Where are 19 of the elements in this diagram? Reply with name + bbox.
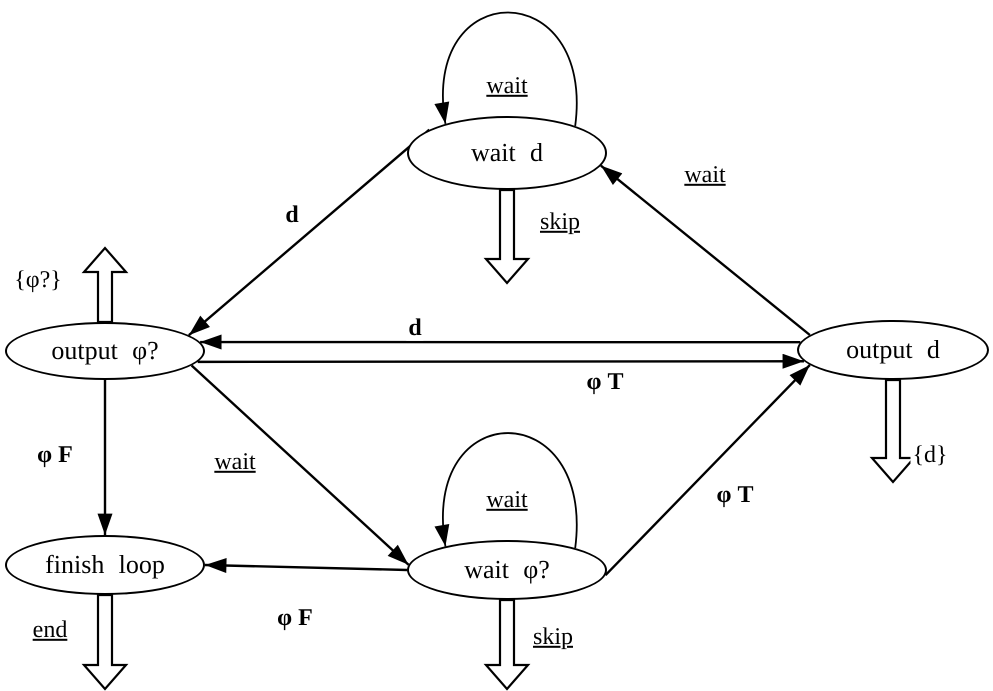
hollow-arrow <box>82 246 128 324</box>
arrow <box>600 164 811 336</box>
state-label: output d <box>846 335 940 365</box>
arrow <box>204 558 408 574</box>
hollow-arrow <box>484 598 530 691</box>
hollow-arrow <box>484 188 530 285</box>
hollow-arrow <box>82 594 128 691</box>
self-loop-arrow <box>436 432 578 548</box>
arrow <box>188 128 430 336</box>
state-label: output φ? <box>51 336 159 366</box>
state-label: wait φ? <box>464 555 550 585</box>
self-loop-arrow <box>436 12 578 126</box>
arrow <box>200 334 800 350</box>
arrow <box>98 380 112 535</box>
state-label: finish loop <box>45 550 165 580</box>
arrow <box>190 364 410 566</box>
arrow <box>604 364 811 576</box>
state-label: wait d <box>470 138 544 168</box>
arrow <box>198 354 804 369</box>
